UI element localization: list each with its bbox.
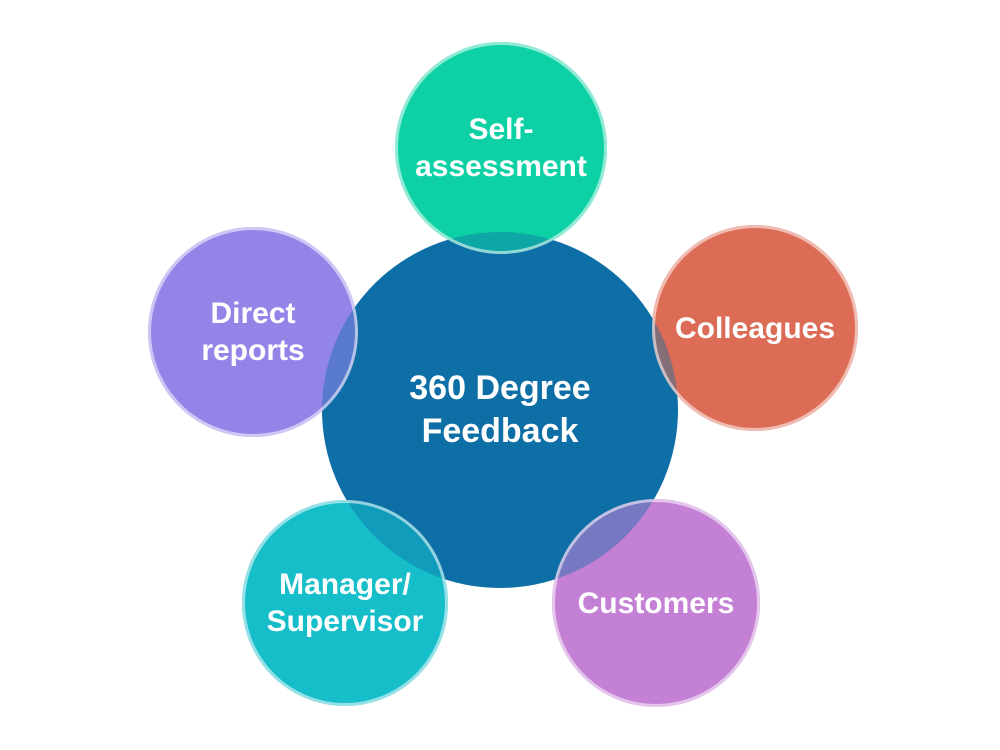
label-line: reports (201, 334, 305, 367)
label-line: Manager/ (279, 568, 411, 601)
self-assessment-label: Self- assessment (415, 111, 587, 185)
label-line: Direct (210, 297, 296, 330)
center-label-line: 360 Degree (409, 369, 591, 407)
label-line: Self- (468, 113, 534, 146)
center-label: 360 Degree Feedback (409, 367, 590, 453)
manager-supervisor-circle: Manager/ Supervisor (242, 500, 448, 706)
customers-circle: Customers (552, 499, 760, 707)
label-line: Colleagues (674, 311, 836, 345)
center-label-line: Feedback (421, 412, 579, 450)
label-line: Supervisor (266, 605, 424, 638)
colleagues-label: Colleagues (675, 310, 835, 347)
self-assessment-circle: Self- assessment (395, 42, 607, 254)
label-line: assessment (415, 150, 587, 183)
manager-supervisor-label: Manager/ Supervisor (267, 566, 424, 640)
label-line: Customers (577, 586, 735, 620)
customers-label: Customers (578, 585, 735, 622)
direct-reports-label: Direct reports (201, 295, 304, 369)
direct-reports-circle: Direct reports (148, 227, 358, 437)
colleagues-circle: Colleagues (652, 225, 858, 431)
